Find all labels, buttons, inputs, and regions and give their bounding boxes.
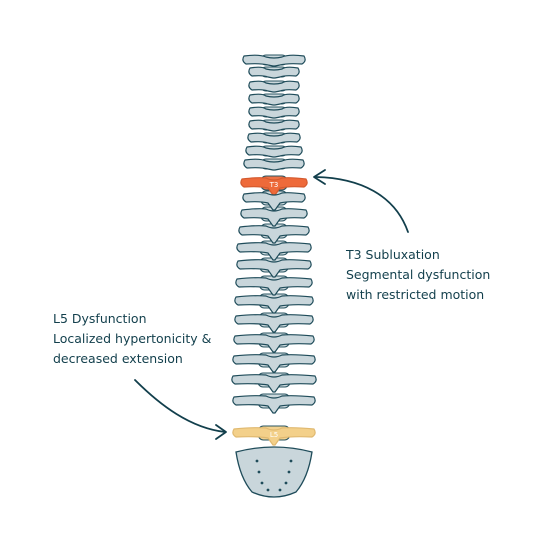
vertebra [243,193,305,210]
sacral-foramen [279,489,282,492]
vertebra [237,260,311,277]
vertebra [236,278,312,295]
sacrum [236,447,312,497]
l5-annotation-line-2: Localized hypertonicity & [53,329,211,349]
vertebra [235,296,313,313]
t3-arrow [316,177,408,232]
sacral-foramen [261,482,264,485]
l5-vertebra-label: L5 [270,431,278,439]
vertebra [232,375,316,392]
t3-vertebra-label: T3 [269,181,279,189]
t3-annotation: T3 Subluxation Segmental dysfunction wit… [346,245,490,305]
t3-annotation-title: T3 Subluxation [346,245,490,265]
sacral-foramen [258,471,261,474]
t3-annotation-line-2: Segmental dysfunction [346,265,490,285]
sacral-foramen [290,460,293,463]
vertebra [234,335,314,352]
t3-annotation-line-3: with restricted motion [346,285,490,305]
sacral-foramen [267,489,270,492]
sacral-foramen [288,471,291,474]
l5-annotation: L5 Dysfunction Localized hypertonicity &… [53,309,211,369]
vertebra [233,355,315,372]
sacral-foramen [285,482,288,485]
l5-annotation-line-3: decreased extension [53,349,211,369]
sacral-foramen [256,460,259,463]
vertebra [241,209,307,226]
l5-annotation-title: L5 Dysfunction [53,309,211,329]
vertebra [233,396,315,413]
l5-arrow [135,380,225,432]
vertebra [237,243,311,260]
vertebra [235,315,313,332]
vertebra [239,226,309,243]
